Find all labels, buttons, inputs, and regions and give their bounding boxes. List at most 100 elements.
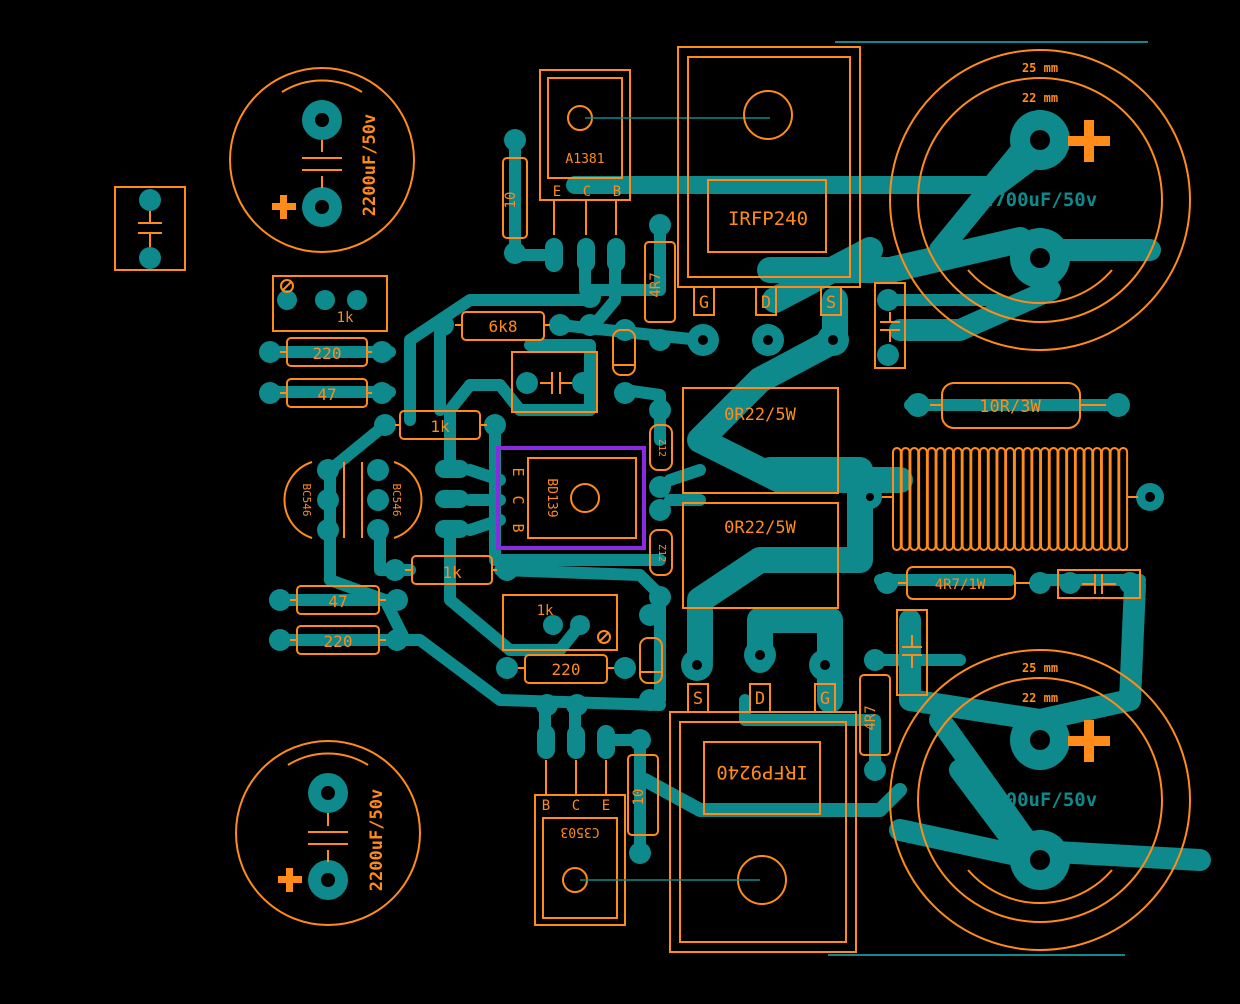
resistor-0r22-a: 0R22/5W (682, 387, 839, 494)
resistor-10r-3w: 10R/3W (930, 382, 1106, 429)
output-inductor (882, 447, 1138, 551)
zener-b: Z12 (649, 529, 673, 576)
silkscreen: 2200uF/50v 2200uF/50v (114, 41, 1191, 956)
cap-2200-top-label: 2200uF/50v (360, 114, 380, 216)
coil-winding (935, 447, 946, 551)
svg-text:1k: 1k (442, 563, 462, 582)
coil-winding (1100, 447, 1111, 551)
svg-text:0R22/5W: 0R22/5W (724, 405, 796, 425)
drill-holes (315, 113, 1155, 887)
capacitor-small-a (511, 351, 598, 413)
svg-text:10R/3W: 10R/3W (979, 397, 1041, 417)
svg-text:10: 10 (503, 192, 519, 209)
svg-text:B: B (613, 184, 621, 200)
svg-text:220: 220 (313, 344, 342, 363)
diode-top (612, 329, 636, 376)
coil-winding (970, 447, 981, 551)
svg-text:1k: 1k (337, 310, 354, 326)
resistor-220-a: 220 (280, 337, 372, 367)
pot-1k-bottom: 1k (502, 594, 618, 651)
coil-winding (1048, 447, 1059, 551)
mosfet-irfp9240: IRFP9240 S D G (669, 683, 857, 953)
cap-4700-top-label: 4700uF/50v (983, 189, 1097, 211)
svg-text:1k: 1k (537, 603, 554, 619)
irfp9240-label: IRFP9240 (716, 761, 808, 783)
dim-22mm-top: 22 mm (1022, 91, 1058, 105)
coil-winding (1005, 447, 1015, 551)
coil-winding (1109, 447, 1120, 551)
svg-text:4R7/1W: 4R7/1W (935, 577, 986, 593)
coil-winding (1022, 447, 1033, 551)
svg-text:47: 47 (317, 385, 336, 404)
svg-text:6k8: 6k8 (489, 317, 518, 336)
c3503-label: C3503 (560, 824, 599, 839)
capacitor-4700uf-bottom: 4700uF/50v 25 mm 22 mm (889, 649, 1191, 951)
capacitor-small-d (1057, 569, 1141, 599)
capacitor-2200uf-bottom: 2200uF/50v (235, 740, 421, 926)
resistor-47-b: 47 (290, 585, 386, 615)
resistor-47-a: 47 (280, 378, 372, 408)
resistor-4r7-bottom: 4R7 (859, 674, 891, 756)
coil-winding (918, 447, 928, 551)
capacitor-4700uf-top: 4700uF/50v 25 mm 22 mm (889, 49, 1191, 351)
a1381-label: A1381 (565, 152, 604, 167)
diode-bottom (639, 637, 663, 684)
coil-winding (1092, 447, 1102, 551)
capacitor-2200uf-top: 2200uF/50v (229, 67, 415, 253)
svg-text:E: E (509, 467, 527, 476)
svg-text:G: G (820, 689, 830, 709)
svg-text:B: B (542, 798, 550, 814)
svg-text:4R7: 4R7 (863, 705, 879, 730)
svg-text:D: D (761, 293, 771, 313)
svg-text:C: C (572, 798, 580, 814)
resistor-1k-b: 1k (405, 555, 497, 585)
coil-winding (1066, 447, 1076, 551)
transistor-bc546-a: BC546 (283, 461, 345, 539)
coil-winding (1083, 447, 1094, 551)
coil-winding (1031, 447, 1042, 551)
cap-2200-bottom-label: 2200uF/50v (367, 789, 387, 891)
svg-text:B: B (509, 523, 527, 532)
pot-1k-top: 1k (272, 275, 388, 332)
capacitor-small-c (896, 609, 928, 696)
svg-text:47: 47 (328, 592, 347, 611)
coil-winding (944, 447, 955, 551)
coil-winding (1118, 447, 1129, 551)
coil-winding (926, 447, 937, 551)
coil-winding (900, 447, 911, 551)
resistor-6k8: 6k8 (455, 311, 550, 341)
svg-text:G: G (699, 293, 709, 313)
svg-text:0R22/5W: 0R22/5W (724, 518, 796, 538)
small-capacitor-left (114, 186, 186, 271)
resistor-10-bottom: 10 (627, 754, 659, 836)
bd139-label: BD139 (544, 478, 559, 517)
coil-winding (1057, 447, 1068, 551)
coil-winding (952, 447, 963, 551)
resistor-220-c: 220 (518, 654, 614, 684)
dim-25mm-top: 25 mm (1022, 61, 1058, 75)
transistor-bd139[interactable]: BD139 E C B (496, 446, 646, 550)
svg-text:S: S (693, 689, 703, 709)
svg-text:BC546: BC546 (390, 483, 403, 516)
svg-text:Z12: Z12 (656, 544, 667, 562)
dim-25mm-bottom: 25 mm (1022, 661, 1058, 675)
svg-text:220: 220 (552, 660, 581, 679)
coil-winding (987, 447, 998, 551)
resistor-1k-a: 1k (395, 410, 487, 440)
cap-4700-bottom-label: 4700uF/50v (983, 789, 1097, 811)
svg-text:Z12: Z12 (656, 439, 667, 457)
svg-text:220: 220 (324, 632, 353, 651)
svg-text:C: C (583, 184, 591, 200)
resistor-4r7-1w: 4R7/1W (898, 566, 1030, 600)
svg-text:S: S (826, 293, 836, 313)
svg-text:10: 10 (631, 789, 647, 806)
coil-winding (1074, 447, 1085, 551)
resistor-0r22-b: 0R22/5W (682, 502, 839, 609)
irfp240-label: IRFP240 (728, 208, 808, 230)
resistor-10-top: 10 (502, 157, 528, 239)
coil-winding (979, 447, 989, 551)
coil-winding (961, 447, 972, 551)
capacitor-small-b (874, 282, 906, 369)
svg-text:E: E (553, 184, 561, 200)
